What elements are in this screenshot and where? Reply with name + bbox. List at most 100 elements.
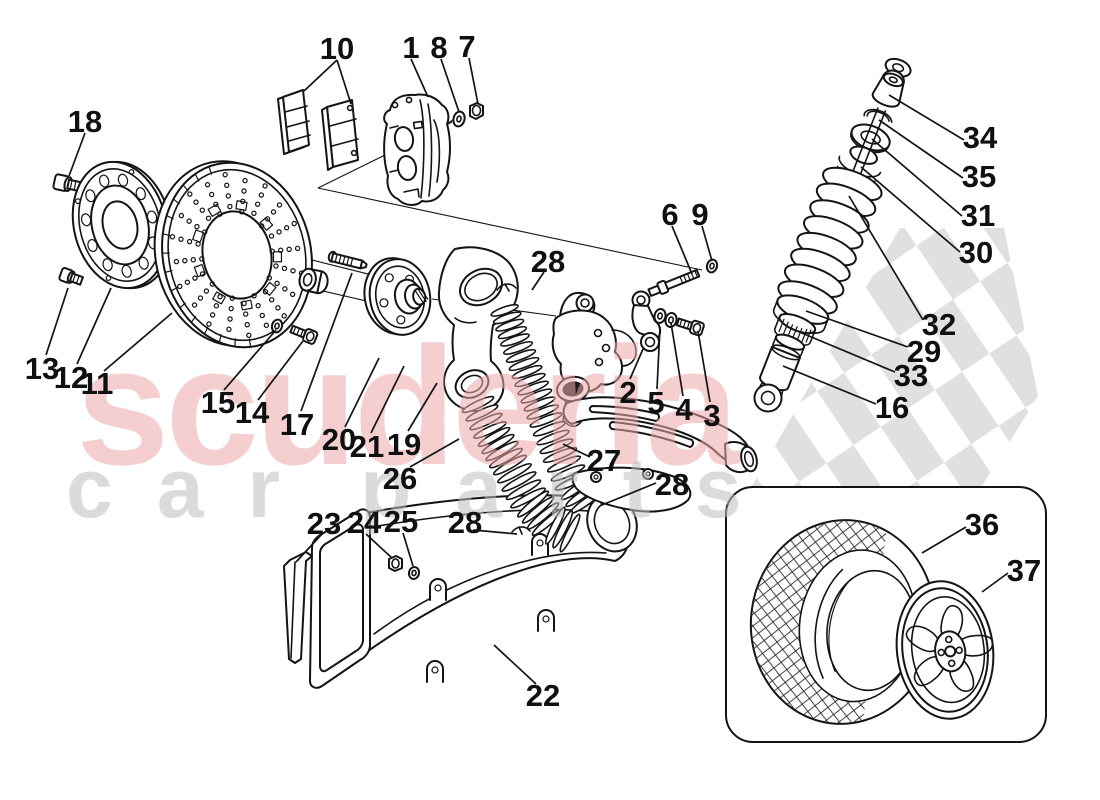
leader-line-17 bbox=[300, 272, 353, 412]
leader-line-16 bbox=[782, 365, 877, 405]
shock-absorber-assembly bbox=[753, 57, 912, 413]
leader-line-10 bbox=[303, 59, 338, 92]
callout-28: 28 bbox=[655, 467, 689, 502]
callout-23: 23 bbox=[307, 506, 341, 541]
callout-15: 15 bbox=[201, 385, 235, 420]
leader-line-28 bbox=[472, 529, 518, 535]
leader-line-15 bbox=[223, 329, 277, 391]
callout-32: 32 bbox=[922, 307, 956, 342]
brake-caliper bbox=[383, 93, 484, 206]
hub-bolts bbox=[52, 173, 84, 286]
duct-nut bbox=[388, 555, 403, 572]
leader-line-28 bbox=[601, 482, 657, 506]
callout-28: 28 bbox=[531, 244, 565, 279]
leader-line-8 bbox=[440, 58, 460, 113]
leader-line-35 bbox=[878, 119, 964, 179]
callout-30: 30 bbox=[959, 235, 993, 270]
leader-line-10 bbox=[336, 59, 352, 105]
callout-8: 8 bbox=[430, 30, 447, 65]
watermark: scuderia car parts bbox=[66, 312, 785, 535]
leader-line-11 bbox=[103, 312, 173, 372]
leader-line-4 bbox=[670, 322, 684, 397]
callout-21: 21 bbox=[350, 429, 384, 464]
callout-34: 34 bbox=[963, 120, 998, 155]
callout-26: 26 bbox=[383, 461, 417, 496]
leader-line-31 bbox=[871, 138, 963, 217]
leader-line-33 bbox=[796, 330, 896, 373]
brake-pads bbox=[277, 89, 359, 171]
leader-line-3 bbox=[697, 330, 711, 403]
wheel-stud bbox=[298, 250, 368, 295]
callout-28: 28 bbox=[448, 505, 482, 540]
callout-14: 14 bbox=[235, 395, 270, 430]
callout-11: 11 bbox=[81, 366, 114, 401]
caliper-washer bbox=[452, 110, 466, 128]
leader-line-37 bbox=[981, 572, 1009, 593]
callout-13: 13 bbox=[25, 351, 59, 386]
callout-5: 5 bbox=[647, 385, 664, 420]
brake-disc bbox=[153, 160, 313, 349]
leader-line-25 bbox=[402, 532, 414, 567]
leader-line-21 bbox=[370, 365, 405, 434]
leader-line-23 bbox=[295, 533, 323, 563]
callout-1: 1 bbox=[402, 30, 419, 65]
leader-line-24 bbox=[365, 533, 393, 559]
callout-29: 29 bbox=[907, 334, 941, 369]
leader-line-18 bbox=[68, 132, 86, 177]
callout-16: 16 bbox=[875, 390, 909, 425]
disc-fasteners bbox=[270, 318, 319, 345]
leader-line-2 bbox=[629, 348, 644, 380]
leader-line-27 bbox=[562, 443, 591, 458]
leader-line-22 bbox=[493, 644, 537, 685]
leader-line-12 bbox=[76, 287, 112, 365]
duct-washer bbox=[407, 566, 421, 580]
leader-line-26 bbox=[409, 438, 460, 468]
main-spring bbox=[777, 166, 883, 315]
callout-18: 18 bbox=[68, 104, 102, 139]
callout-17: 17 bbox=[280, 407, 314, 442]
leader-line-13 bbox=[45, 287, 69, 356]
callout-25: 25 bbox=[384, 504, 418, 539]
callout-4: 4 bbox=[675, 392, 693, 427]
leader-line-20 bbox=[344, 357, 380, 428]
callout-9: 9 bbox=[691, 197, 708, 232]
leader-line-1 bbox=[410, 58, 429, 98]
spring-clip bbox=[863, 108, 893, 123]
callout-36: 36 bbox=[965, 507, 999, 542]
watermark-word-parts: parts bbox=[360, 441, 785, 535]
checkered-flag-background bbox=[737, 228, 1038, 512]
upper-link-group bbox=[631, 258, 719, 352]
watermark-brand-text: scuderia bbox=[76, 312, 741, 500]
callout-12: 12 bbox=[54, 360, 88, 395]
callout-2: 2 bbox=[619, 375, 636, 410]
callout-7: 7 bbox=[458, 29, 475, 64]
duct-trim-strip bbox=[283, 551, 421, 664]
leader-line-34 bbox=[888, 94, 965, 141]
callout-19: 19 bbox=[387, 427, 421, 462]
leader-line-29 bbox=[805, 310, 909, 348]
callout-27: 27 bbox=[587, 443, 621, 478]
wheel-rim bbox=[895, 580, 995, 720]
tire bbox=[739, 509, 937, 735]
leader-line-5 bbox=[656, 326, 661, 390]
callout-22: 22 bbox=[526, 678, 560, 713]
callout-31: 31 bbox=[961, 198, 995, 233]
shock-body bbox=[753, 344, 801, 413]
leader-line-32 bbox=[848, 195, 924, 321]
callout-33: 33 bbox=[894, 358, 928, 393]
wheel-hub bbox=[363, 257, 432, 336]
callout-10: 10 bbox=[320, 31, 354, 66]
lower-suspension-arm bbox=[562, 396, 758, 513]
tire-wheel-inset-box bbox=[725, 486, 1047, 743]
callout-35: 35 bbox=[962, 159, 996, 194]
wheel-knuckle bbox=[551, 291, 637, 428]
callout-37: 37 bbox=[1007, 553, 1041, 588]
leader-line-19 bbox=[407, 382, 438, 432]
leader-line-28 bbox=[531, 271, 545, 291]
leader-line-14 bbox=[257, 340, 304, 401]
callout-3: 3 bbox=[703, 398, 720, 433]
leader-line-30 bbox=[860, 166, 961, 253]
